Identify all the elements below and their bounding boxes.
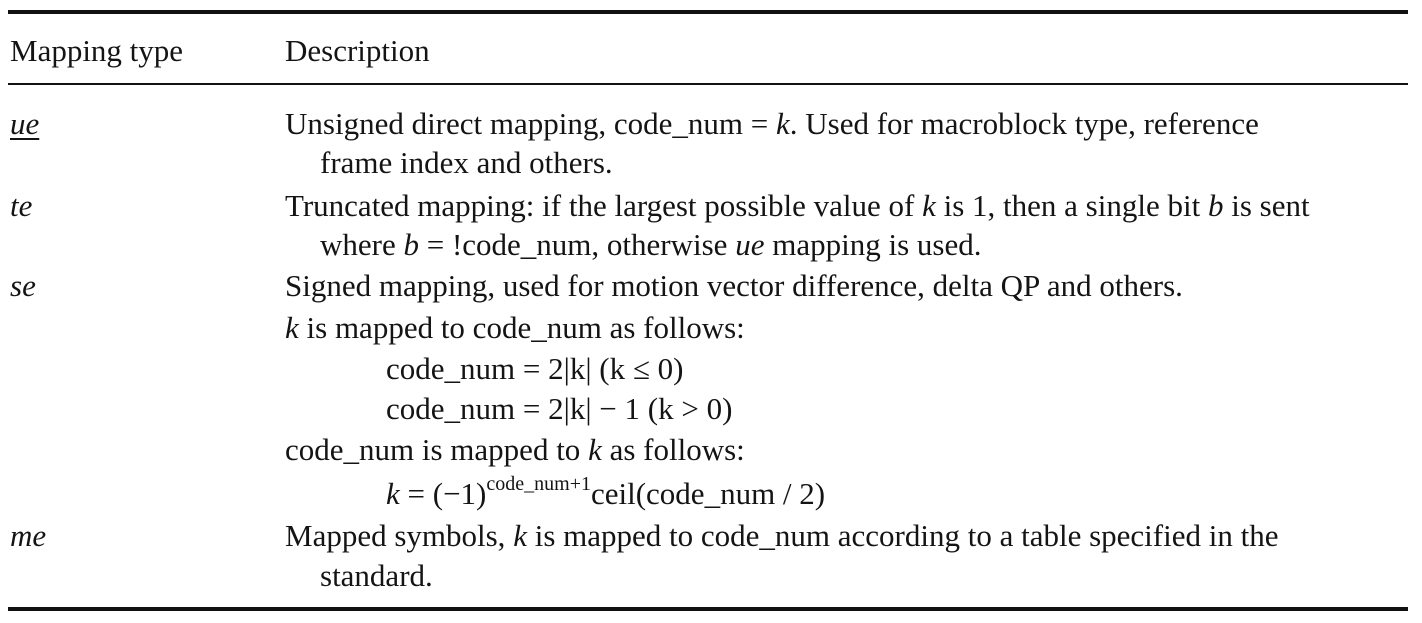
se-equation-1: code_num = 2|k| (k ≤ 0) xyxy=(386,351,684,386)
mapping-type-me: me xyxy=(10,518,47,553)
mapping-type-ue: ue xyxy=(10,106,40,141)
header-description: Description xyxy=(285,33,430,68)
table-bottom-rule xyxy=(8,607,1408,611)
table-header-rule xyxy=(8,83,1408,85)
mapping-type-te: te xyxy=(10,188,33,223)
ue-description-line-2: frame index and others. xyxy=(320,145,613,180)
te-description-line-1: Truncated mapping: if the largest possib… xyxy=(285,188,1310,223)
mapping-type-se: se xyxy=(10,268,36,303)
te-description-line-2: where b = !code_num, otherwise ue mappin… xyxy=(320,227,982,262)
me-description-line-1: Mapped symbols, k is mapped to code_num … xyxy=(285,518,1279,553)
ue-description-line-1: Unsigned direct mapping, code_num = k. U… xyxy=(285,106,1259,141)
table-top-rule xyxy=(8,10,1408,14)
me-description-line-2: standard. xyxy=(320,558,433,593)
se-equation-2: code_num = 2|k| − 1 (k > 0) xyxy=(386,391,733,426)
se-description-line-1: Signed mapping, used for motion vector d… xyxy=(285,268,1183,303)
se-description-line-2: k is mapped to code_num as follows: xyxy=(285,310,745,345)
se-description-line-3: code_num is mapped to k as follows: xyxy=(285,432,745,467)
se-equation-3: k = (−1)code_num+1ceil(code_num / 2) xyxy=(386,473,826,511)
header-mapping-type: Mapping type xyxy=(10,33,184,68)
